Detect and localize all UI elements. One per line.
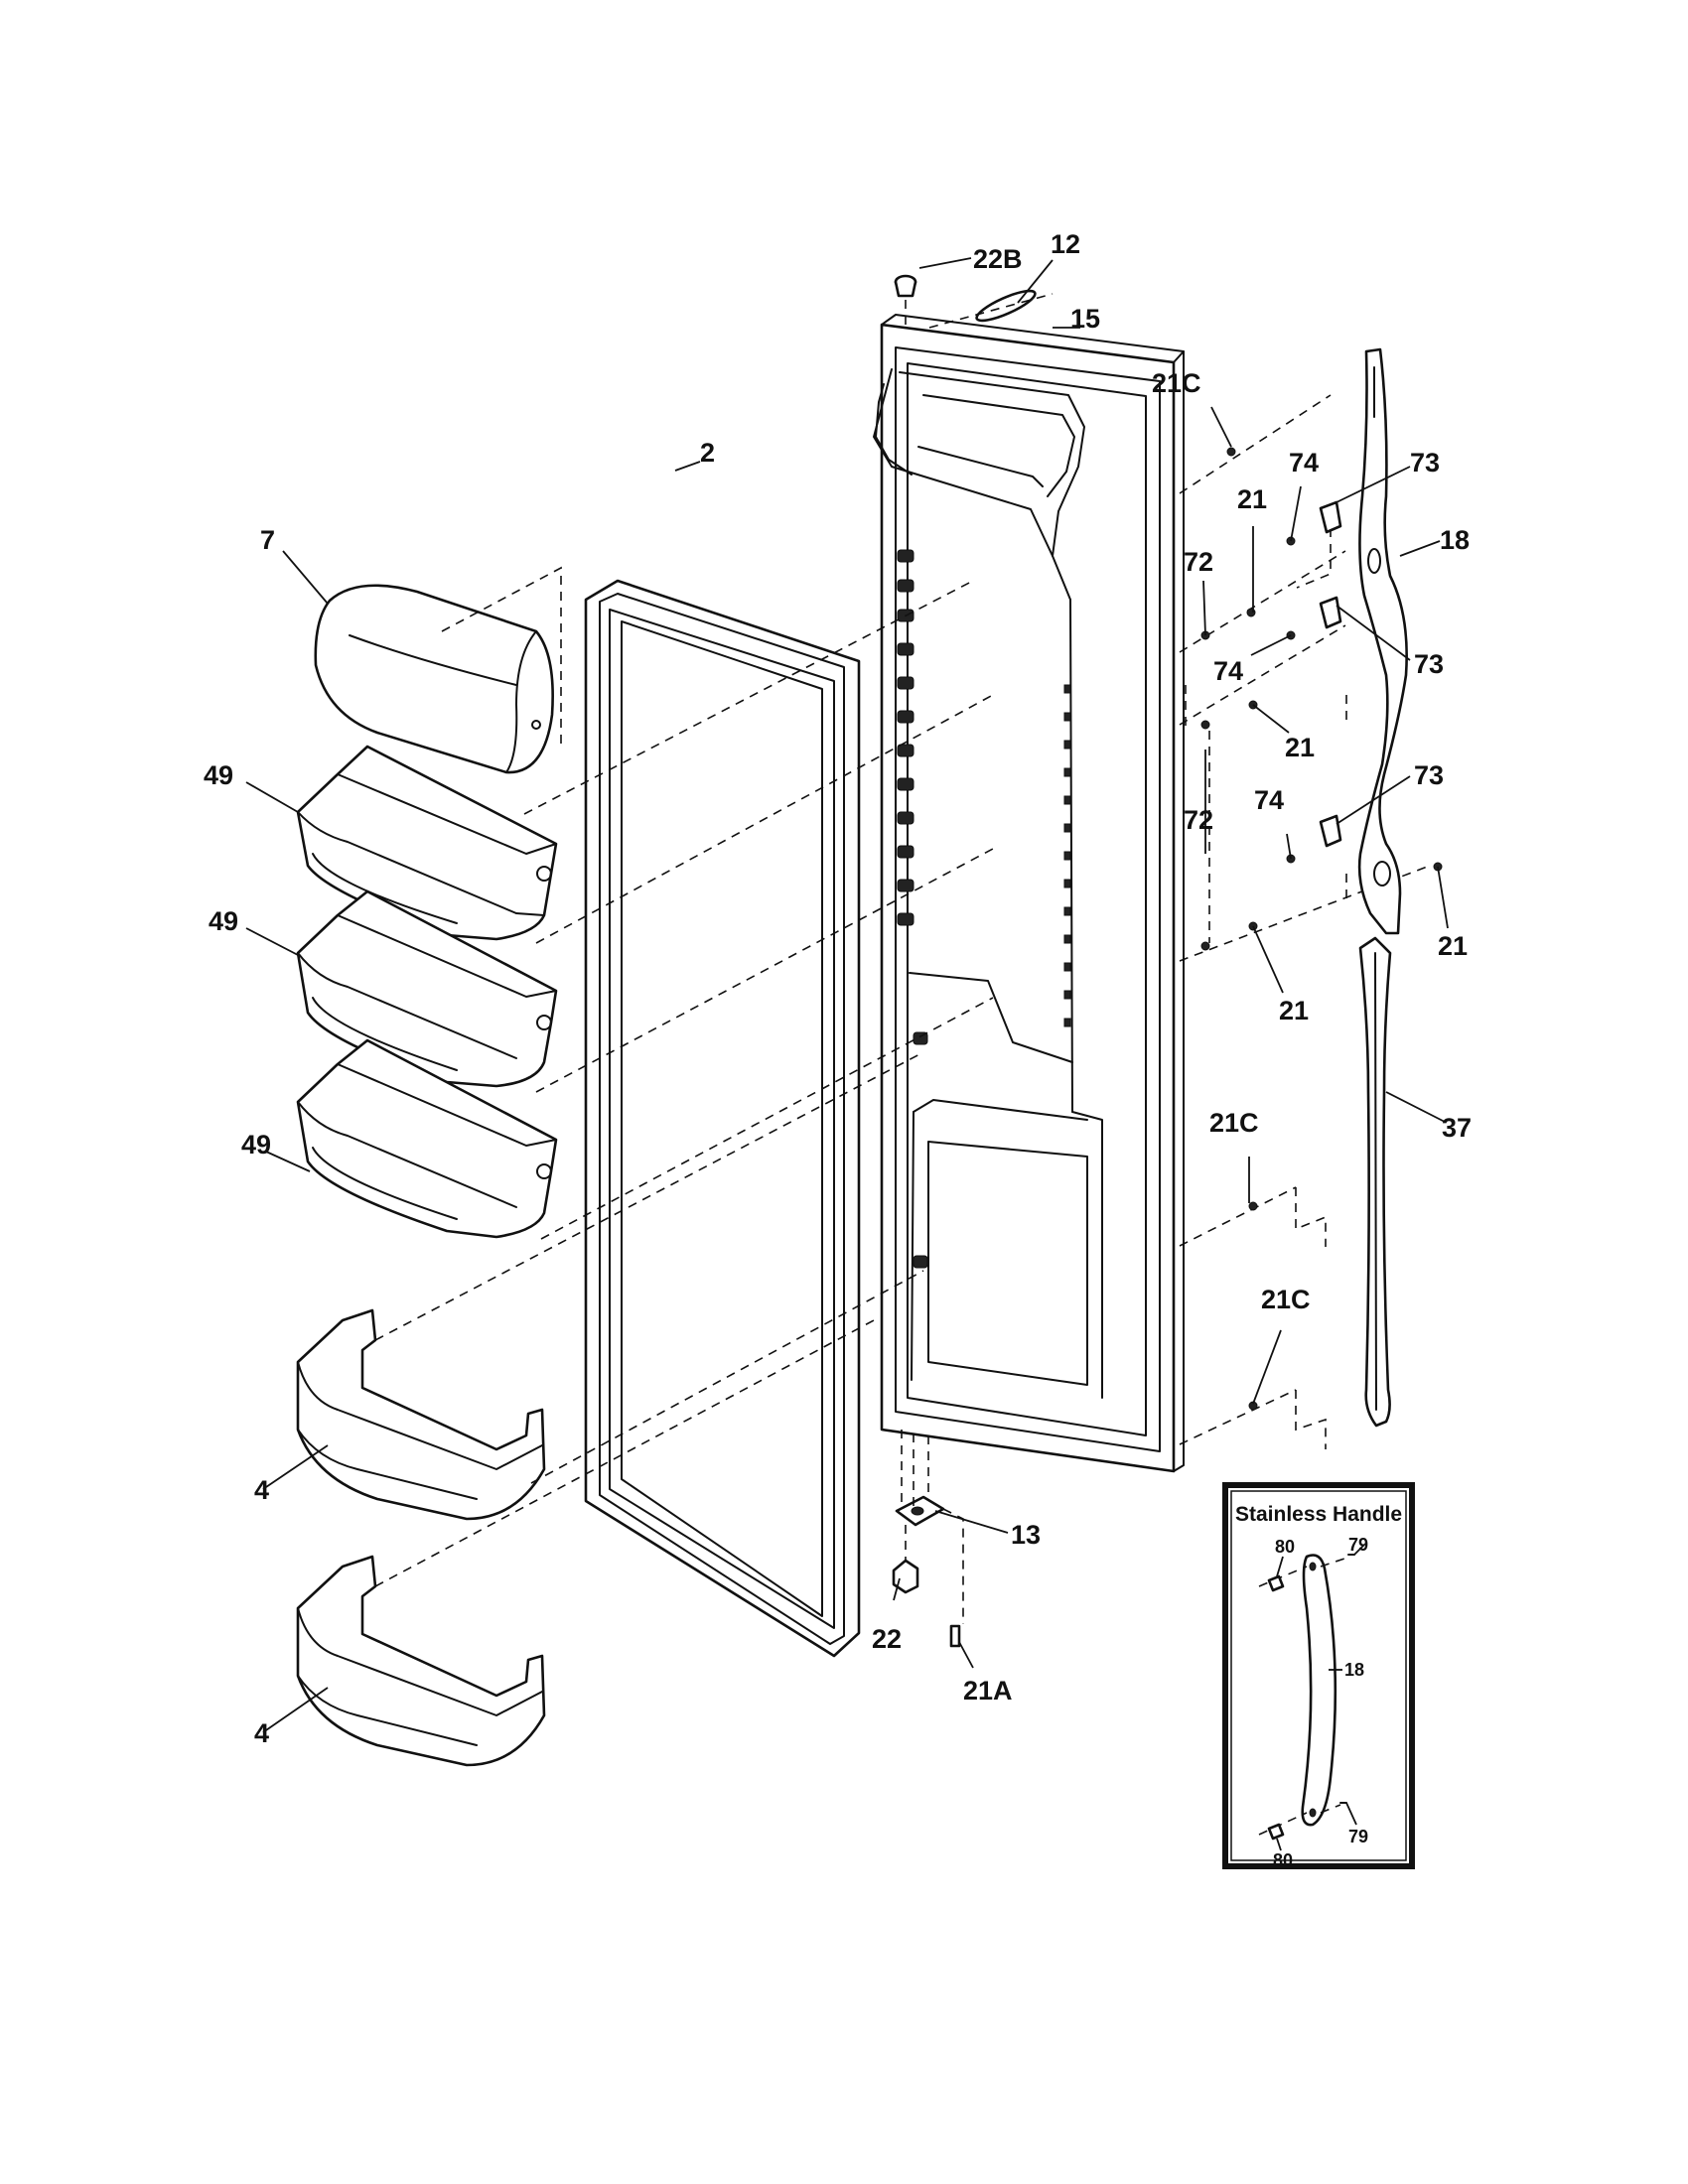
- door-bin-lower: [296, 1038, 558, 1239]
- door-gasket: [584, 579, 861, 1658]
- assembly-lines-left: [374, 566, 994, 1587]
- callout-21C-lower: 21C: [1261, 1285, 1311, 1314]
- callout-73-middle: 73: [1414, 649, 1444, 679]
- callout-21-b: 21: [1285, 733, 1315, 762]
- inset-callout-79-bottom: 79: [1348, 1827, 1368, 1846]
- callout-21-c: 21: [1279, 996, 1309, 1025]
- callout-22B: 22B: [973, 244, 1023, 274]
- door-top-cap: [894, 274, 1054, 329]
- callout-13: 13: [1011, 1520, 1041, 1550]
- dairy-door: [314, 584, 554, 774]
- callout-21-a: 21: [1237, 484, 1267, 514]
- inset-callout-80-bottom: 80: [1273, 1850, 1293, 1870]
- callout-7: 7: [260, 525, 275, 555]
- callout-15: 15: [1070, 304, 1100, 334]
- callout-4-upper: 4: [254, 1475, 269, 1505]
- leader-lines: [245, 257, 1449, 1733]
- callout-21C-top: 21C: [1152, 368, 1201, 398]
- callout-21-d: 21: [1438, 931, 1468, 961]
- callout-37: 37: [1442, 1113, 1472, 1143]
- callout-73-lower: 73: [1414, 760, 1444, 790]
- door-panel: [873, 314, 1185, 1473]
- callout-74-lower: 74: [1254, 785, 1284, 815]
- callout-labels: 22B 12 15 2 7 49 49 49 4 4 21C 74 73 18 …: [204, 229, 1472, 1748]
- callout-2: 2: [700, 438, 715, 468]
- callout-49-middle: 49: [209, 906, 238, 936]
- handle-hardware: [1179, 394, 1443, 1449]
- door-shelf-lower: [296, 1555, 546, 1767]
- callout-74-top: 74: [1289, 448, 1319, 478]
- stainless-handle-inset: Stainless Handle 80 79 18 80 79: [1222, 1482, 1415, 1870]
- door-shelf-upper: [296, 1308, 546, 1521]
- inset-callout-79-top: 79: [1348, 1535, 1368, 1555]
- callout-72-top: 72: [1184, 547, 1213, 577]
- callout-21A: 21A: [963, 1676, 1013, 1706]
- callout-12: 12: [1051, 229, 1080, 259]
- callout-49-upper: 49: [204, 760, 233, 790]
- bottom-hinge-parts: [892, 1430, 964, 1648]
- callout-49-lower: 49: [241, 1130, 271, 1160]
- callout-21C-middle: 21C: [1209, 1108, 1259, 1138]
- inset-callout-18: 18: [1344, 1660, 1364, 1680]
- callout-74-middle: 74: [1213, 656, 1243, 686]
- callout-73-top: 73: [1410, 448, 1440, 478]
- callout-4-lower: 4: [254, 1718, 269, 1748]
- door-handle: [1357, 347, 1408, 935]
- callout-22: 22: [872, 1624, 902, 1654]
- door-bin-upper: [296, 745, 558, 941]
- handle-trim: [1358, 936, 1392, 1428]
- inset-callout-80-top: 80: [1275, 1537, 1295, 1557]
- callout-18: 18: [1440, 525, 1470, 555]
- inset-title: Stainless Handle: [1235, 1503, 1402, 1526]
- callout-72-lower: 72: [1184, 805, 1213, 835]
